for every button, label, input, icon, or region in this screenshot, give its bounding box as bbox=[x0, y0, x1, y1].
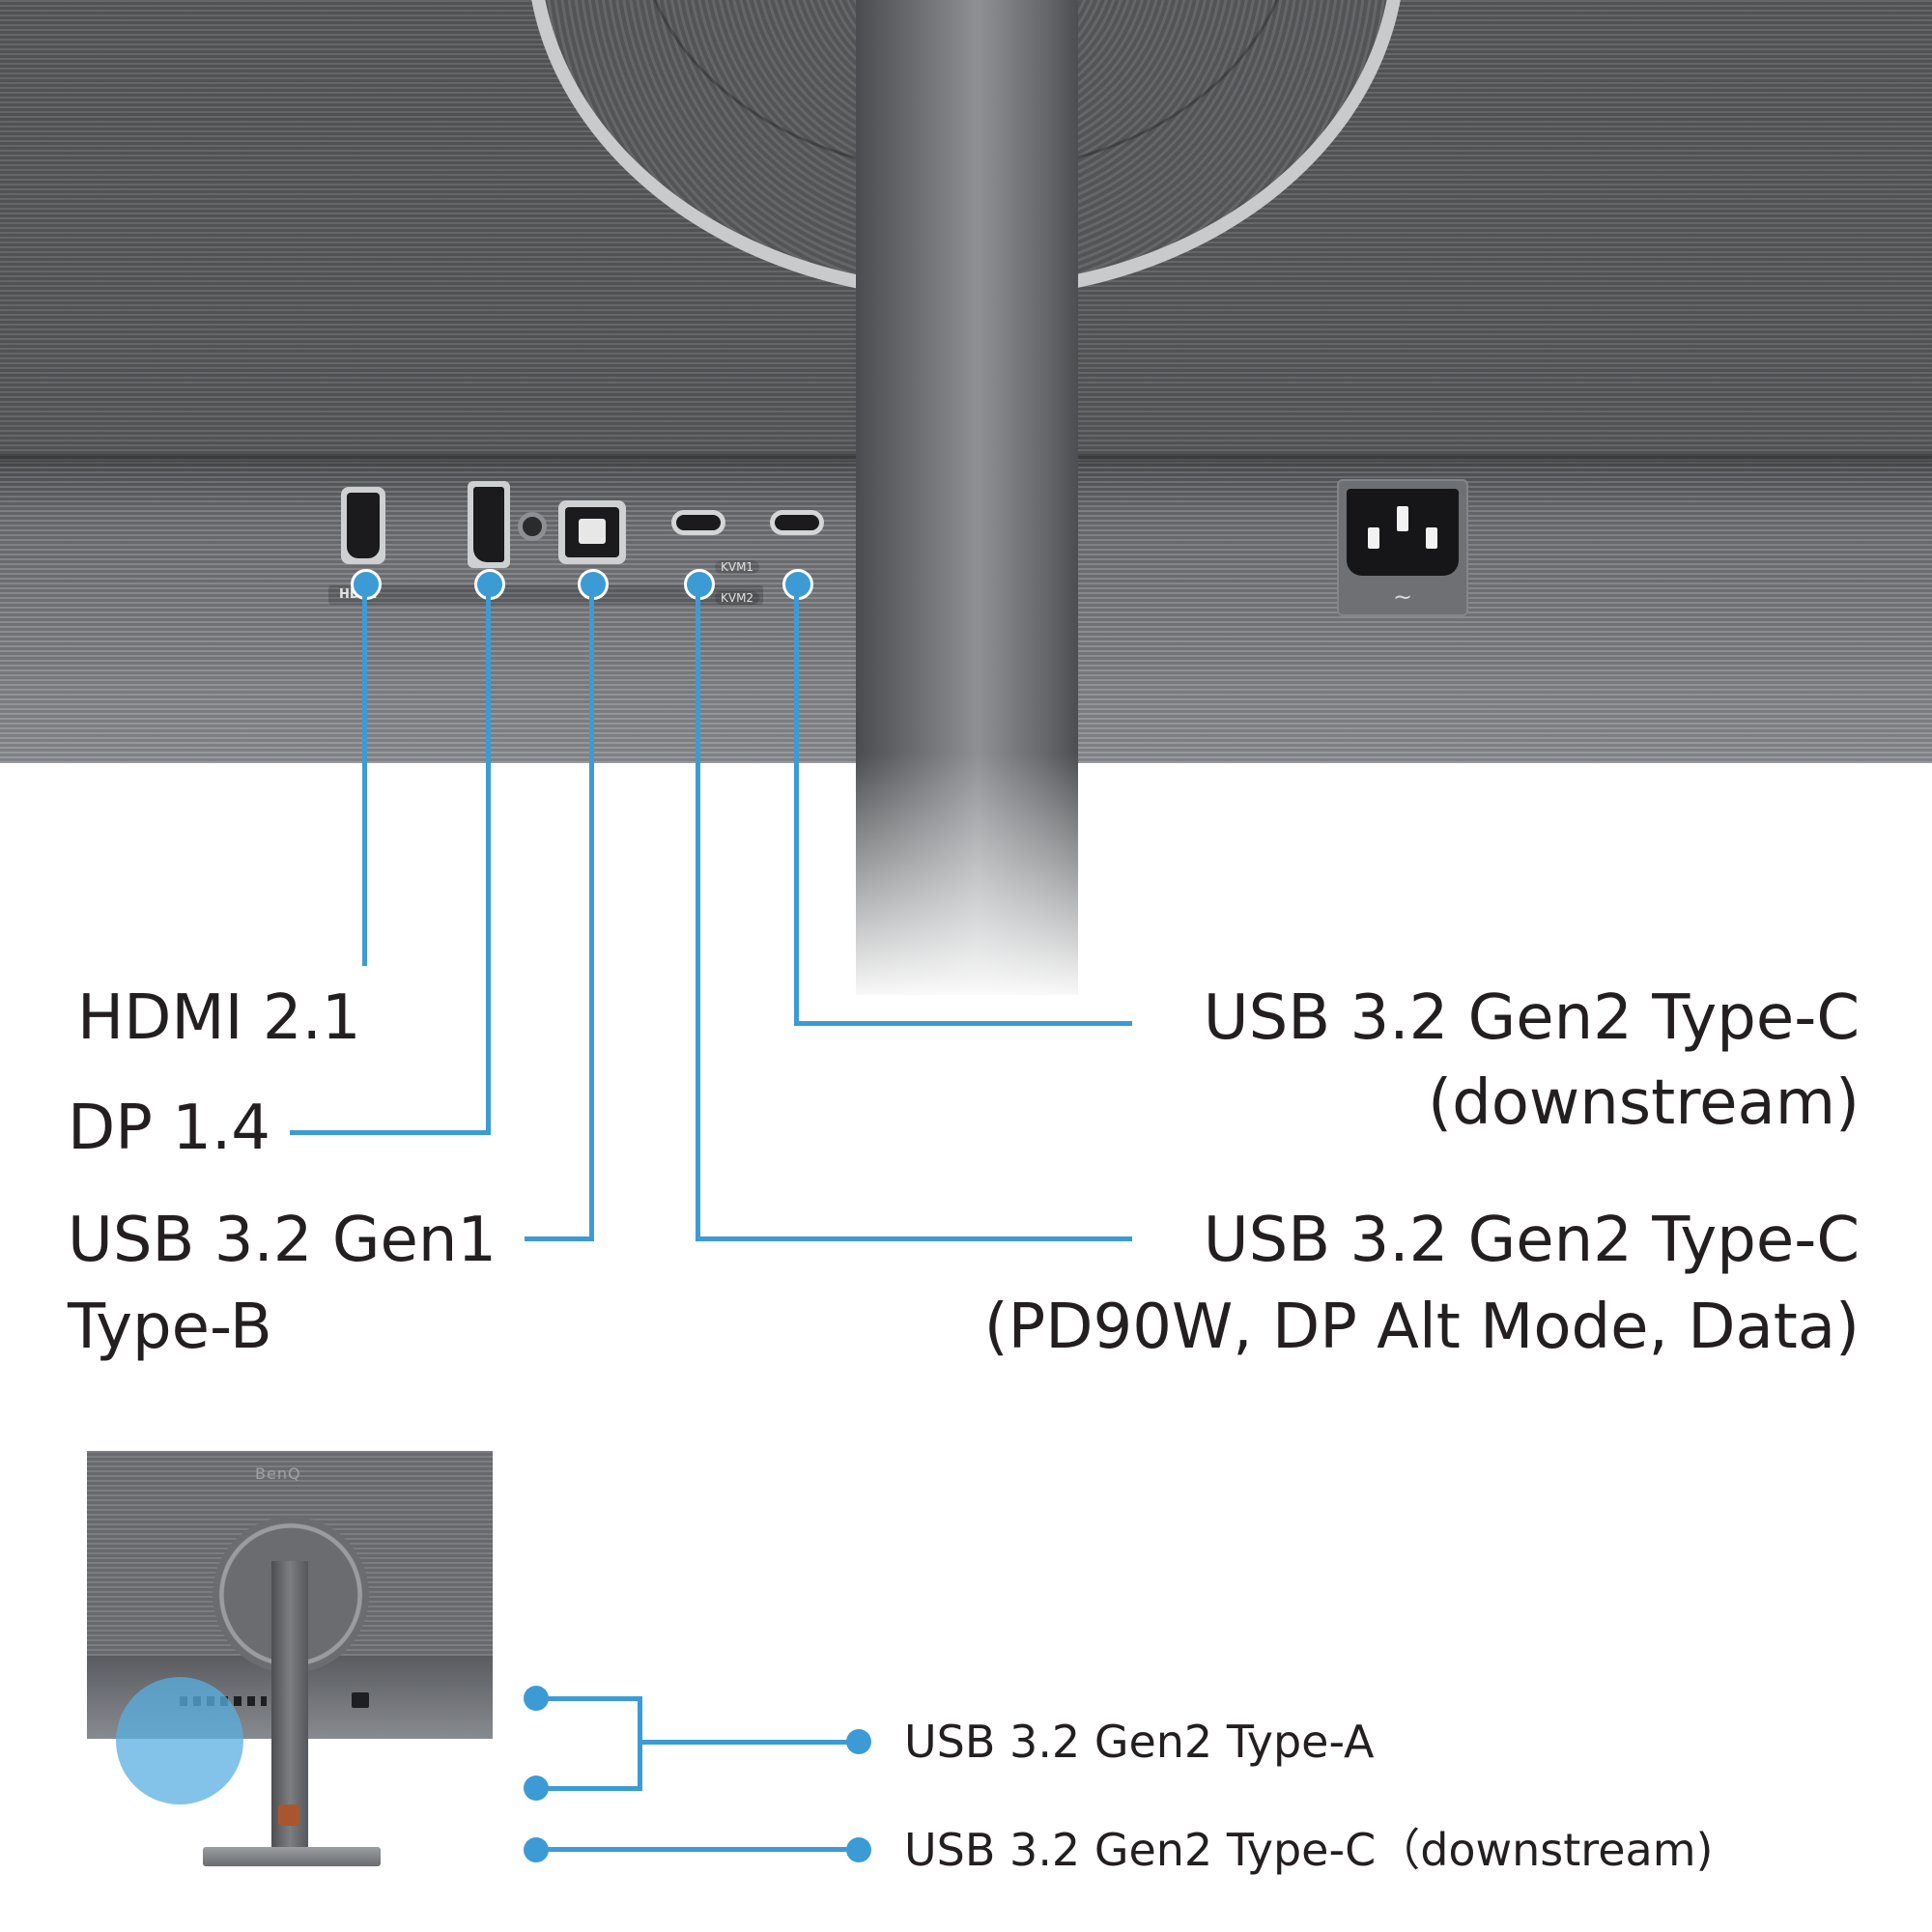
usbc-down-label-line2: (downstream) bbox=[1428, 1067, 1860, 1139]
displayport-icon bbox=[468, 481, 510, 568]
kvm2-marking: KVM2 bbox=[715, 591, 760, 605]
usb-c-port-icon bbox=[671, 510, 725, 535]
dp-connector-leader bbox=[290, 1130, 491, 1135]
thumbnail-stand-clip bbox=[278, 1804, 299, 1826]
usb-b-connector-line bbox=[589, 584, 594, 1241]
stand-column-fade bbox=[856, 753, 1078, 1005]
hdmi-connector-line bbox=[362, 584, 367, 966]
usbc-pd-label-line1: USB 3.2 Gen2 Type-C bbox=[1203, 1205, 1860, 1276]
usb-c-side-leader bbox=[536, 1847, 855, 1852]
usb-a-bracket-top bbox=[536, 1696, 642, 1701]
kvm1-marking: KVM1 bbox=[715, 560, 760, 574]
usb-a-end-dot bbox=[846, 1729, 871, 1754]
hdmi-label: HDMI 2.1 bbox=[77, 982, 361, 1054]
hdmi-port-icon bbox=[341, 487, 385, 564]
usb-c-side-label: USB 3.2 Gen2 Type-C（downstream) bbox=[904, 1824, 1714, 1876]
port-label-strip bbox=[328, 585, 763, 605]
thumbnail-power-socket bbox=[352, 1692, 369, 1708]
usbc-pd-connector-line bbox=[696, 584, 700, 1241]
power-socket-icon bbox=[1337, 479, 1468, 616]
dp-label: DP 1.4 bbox=[68, 1093, 270, 1164]
brand-logo: BenQ bbox=[255, 1464, 301, 1483]
usb-a-bracket-leader bbox=[639, 1740, 858, 1745]
usb-b-port-icon bbox=[558, 500, 626, 564]
usb-c-side-end-dot bbox=[846, 1837, 871, 1862]
usb-b-connector-leader bbox=[525, 1236, 594, 1241]
usbc-down-label-line1: USB 3.2 Gen2 Type-C bbox=[1203, 982, 1860, 1054]
usb-c-port-icon bbox=[770, 510, 824, 535]
usbc-pd-connector-leader bbox=[696, 1236, 1132, 1241]
usb-a-bracket-bottom bbox=[536, 1786, 642, 1791]
usb-a-label: USB 3.2 Gen2 Type-A bbox=[904, 1716, 1375, 1768]
usb-b-label-line2: Type-B bbox=[68, 1292, 272, 1363]
usbc-down-connector-line bbox=[794, 584, 799, 1026]
usbc-down-connector-leader bbox=[794, 1021, 1132, 1026]
power-marking: ~ bbox=[1392, 583, 1413, 611]
thumbnail-stand-base bbox=[203, 1847, 381, 1866]
dp-connector-line bbox=[486, 584, 491, 1135]
side-ports-highlight bbox=[116, 1677, 243, 1804]
usb-b-label-line1: USB 3.2 Gen1 bbox=[68, 1205, 497, 1276]
usbc-pd-label-line2: (PD90W, DP Alt Mode, Data) bbox=[983, 1292, 1860, 1363]
audio-jack-icon bbox=[518, 512, 547, 541]
